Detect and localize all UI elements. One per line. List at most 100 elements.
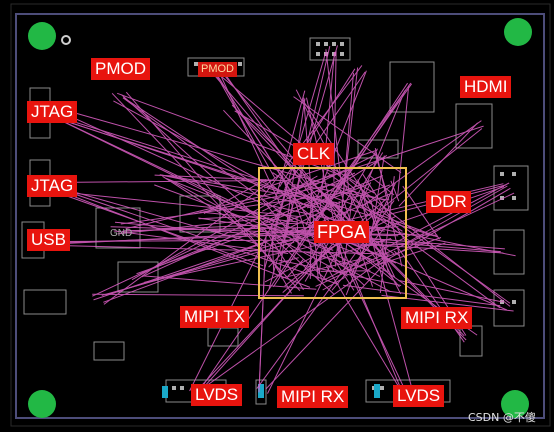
ratsnest-line xyxy=(328,83,413,202)
ratsnest-line xyxy=(120,190,356,225)
ratsnest-line xyxy=(362,120,482,207)
ratsnest-line xyxy=(370,200,389,273)
ratsnest-line xyxy=(124,226,334,232)
lvds-right-label: LVDS xyxy=(393,385,445,407)
gnd-label: GND xyxy=(110,228,133,239)
ratsnest-line xyxy=(284,188,344,209)
ratsnest-line xyxy=(377,242,396,278)
ratsnest-line xyxy=(237,111,297,173)
ratsnest-line xyxy=(397,85,410,196)
ratsnest-line xyxy=(284,71,366,189)
ratsnest-line xyxy=(398,122,478,207)
ratsnest-line xyxy=(301,171,408,395)
ratsnest-line xyxy=(154,184,334,251)
fpga-outline xyxy=(258,167,407,299)
ratsnest-line xyxy=(379,176,395,293)
ratsnest-line xyxy=(162,175,280,252)
ratsnest-line xyxy=(154,174,288,182)
mounting-hole-bottom-left xyxy=(28,390,56,418)
ratsnest-line xyxy=(342,284,501,307)
ratsnest-line xyxy=(200,211,298,223)
ratsnest-line xyxy=(39,109,381,278)
ratsnest-line xyxy=(275,90,306,199)
ratsnest-line xyxy=(223,109,326,220)
ratsnest-line xyxy=(345,203,383,296)
ratsnest-line xyxy=(43,183,267,247)
ratsnest-line xyxy=(274,209,508,311)
ratsnest-line xyxy=(322,276,345,291)
usb-label: USB xyxy=(27,229,70,251)
ratsnest-line xyxy=(402,185,440,240)
ratsnest-line xyxy=(320,270,371,272)
ratsnest-line xyxy=(294,199,323,282)
ratsnest-line xyxy=(231,104,347,216)
mipi-rx-right-label: MIPI RX xyxy=(401,307,473,329)
ratsnest-line xyxy=(318,249,323,275)
ratsnest-line xyxy=(262,153,378,212)
ratsnest-line xyxy=(347,188,370,216)
mipi-rx-bottom-label: MIPI RX xyxy=(277,386,349,408)
mounting-hole-top-left xyxy=(28,22,56,50)
ratsnest-line xyxy=(193,254,389,396)
mounting-hole-top-right xyxy=(504,18,532,46)
ratsnest-line xyxy=(359,242,433,247)
ratsnest-line xyxy=(287,259,304,277)
ratsnest-line xyxy=(262,199,301,246)
jtag-label-1: JTAG xyxy=(27,101,78,123)
ratsnest-line xyxy=(262,65,363,198)
pmod-label-1: PMOD xyxy=(91,58,150,80)
ratsnest-line xyxy=(272,51,327,234)
ratsnest-line xyxy=(303,97,319,281)
ratsnest-line xyxy=(195,225,350,397)
ratsnest-line xyxy=(282,202,340,232)
mipi-tx-label: MIPI TX xyxy=(180,306,250,328)
ddr-label: DDR xyxy=(426,191,471,213)
board-outline xyxy=(15,13,545,419)
ratsnest-line xyxy=(236,106,298,203)
ratsnest-line xyxy=(258,269,265,393)
ratsnest-line xyxy=(293,184,387,201)
ratsnest-line xyxy=(325,265,402,392)
ratsnest-line xyxy=(48,186,311,288)
ratsnest-line xyxy=(390,180,400,202)
ratsnest-line xyxy=(368,174,395,196)
ratsnest-line xyxy=(306,183,370,209)
ratsnest-line xyxy=(313,238,392,262)
cyan-pads xyxy=(162,384,380,398)
pmod-label-2: PMOD xyxy=(198,62,237,77)
ratsnest-line xyxy=(398,185,508,248)
ratsnest-line xyxy=(268,254,292,294)
ratsnest-line xyxy=(272,172,395,255)
mounting-hole-bottom-right xyxy=(501,390,529,418)
ratsnest-line xyxy=(280,257,367,279)
ratsnest-line xyxy=(267,182,372,394)
ratsnest-line xyxy=(131,175,318,281)
ratsnest-line xyxy=(263,228,335,295)
csdn-watermark: CSDN @不傻 xyxy=(468,411,536,424)
ratsnest-line xyxy=(357,179,388,257)
fpga-label: FPGA xyxy=(314,221,370,243)
ratsnest-line xyxy=(309,243,312,279)
ratsnest-line xyxy=(398,279,503,303)
ratsnest-line xyxy=(376,242,446,266)
ratsnest-line xyxy=(136,184,390,275)
ratsnest-line xyxy=(160,174,346,214)
ratsnest-line xyxy=(268,45,338,289)
ratsnest-line xyxy=(308,196,313,236)
ratsnest-line xyxy=(311,236,365,286)
ratsnest-line xyxy=(265,230,304,291)
via-top-left xyxy=(61,35,71,45)
ratsnest-line xyxy=(203,179,267,214)
ratsnest-line xyxy=(393,250,400,257)
ratsnest-line xyxy=(34,244,390,255)
jtag-label-2: JTAG xyxy=(27,175,78,197)
ratsnest-line xyxy=(346,175,349,190)
ratsnest-line xyxy=(296,218,299,249)
ratsnest-line xyxy=(271,223,275,275)
ratsnest-line xyxy=(103,173,282,305)
ratsnest-line xyxy=(293,96,402,174)
hdmi-label: HDMI xyxy=(460,76,512,98)
ratsnest-line xyxy=(38,109,275,223)
ratsnest-line xyxy=(39,180,274,184)
